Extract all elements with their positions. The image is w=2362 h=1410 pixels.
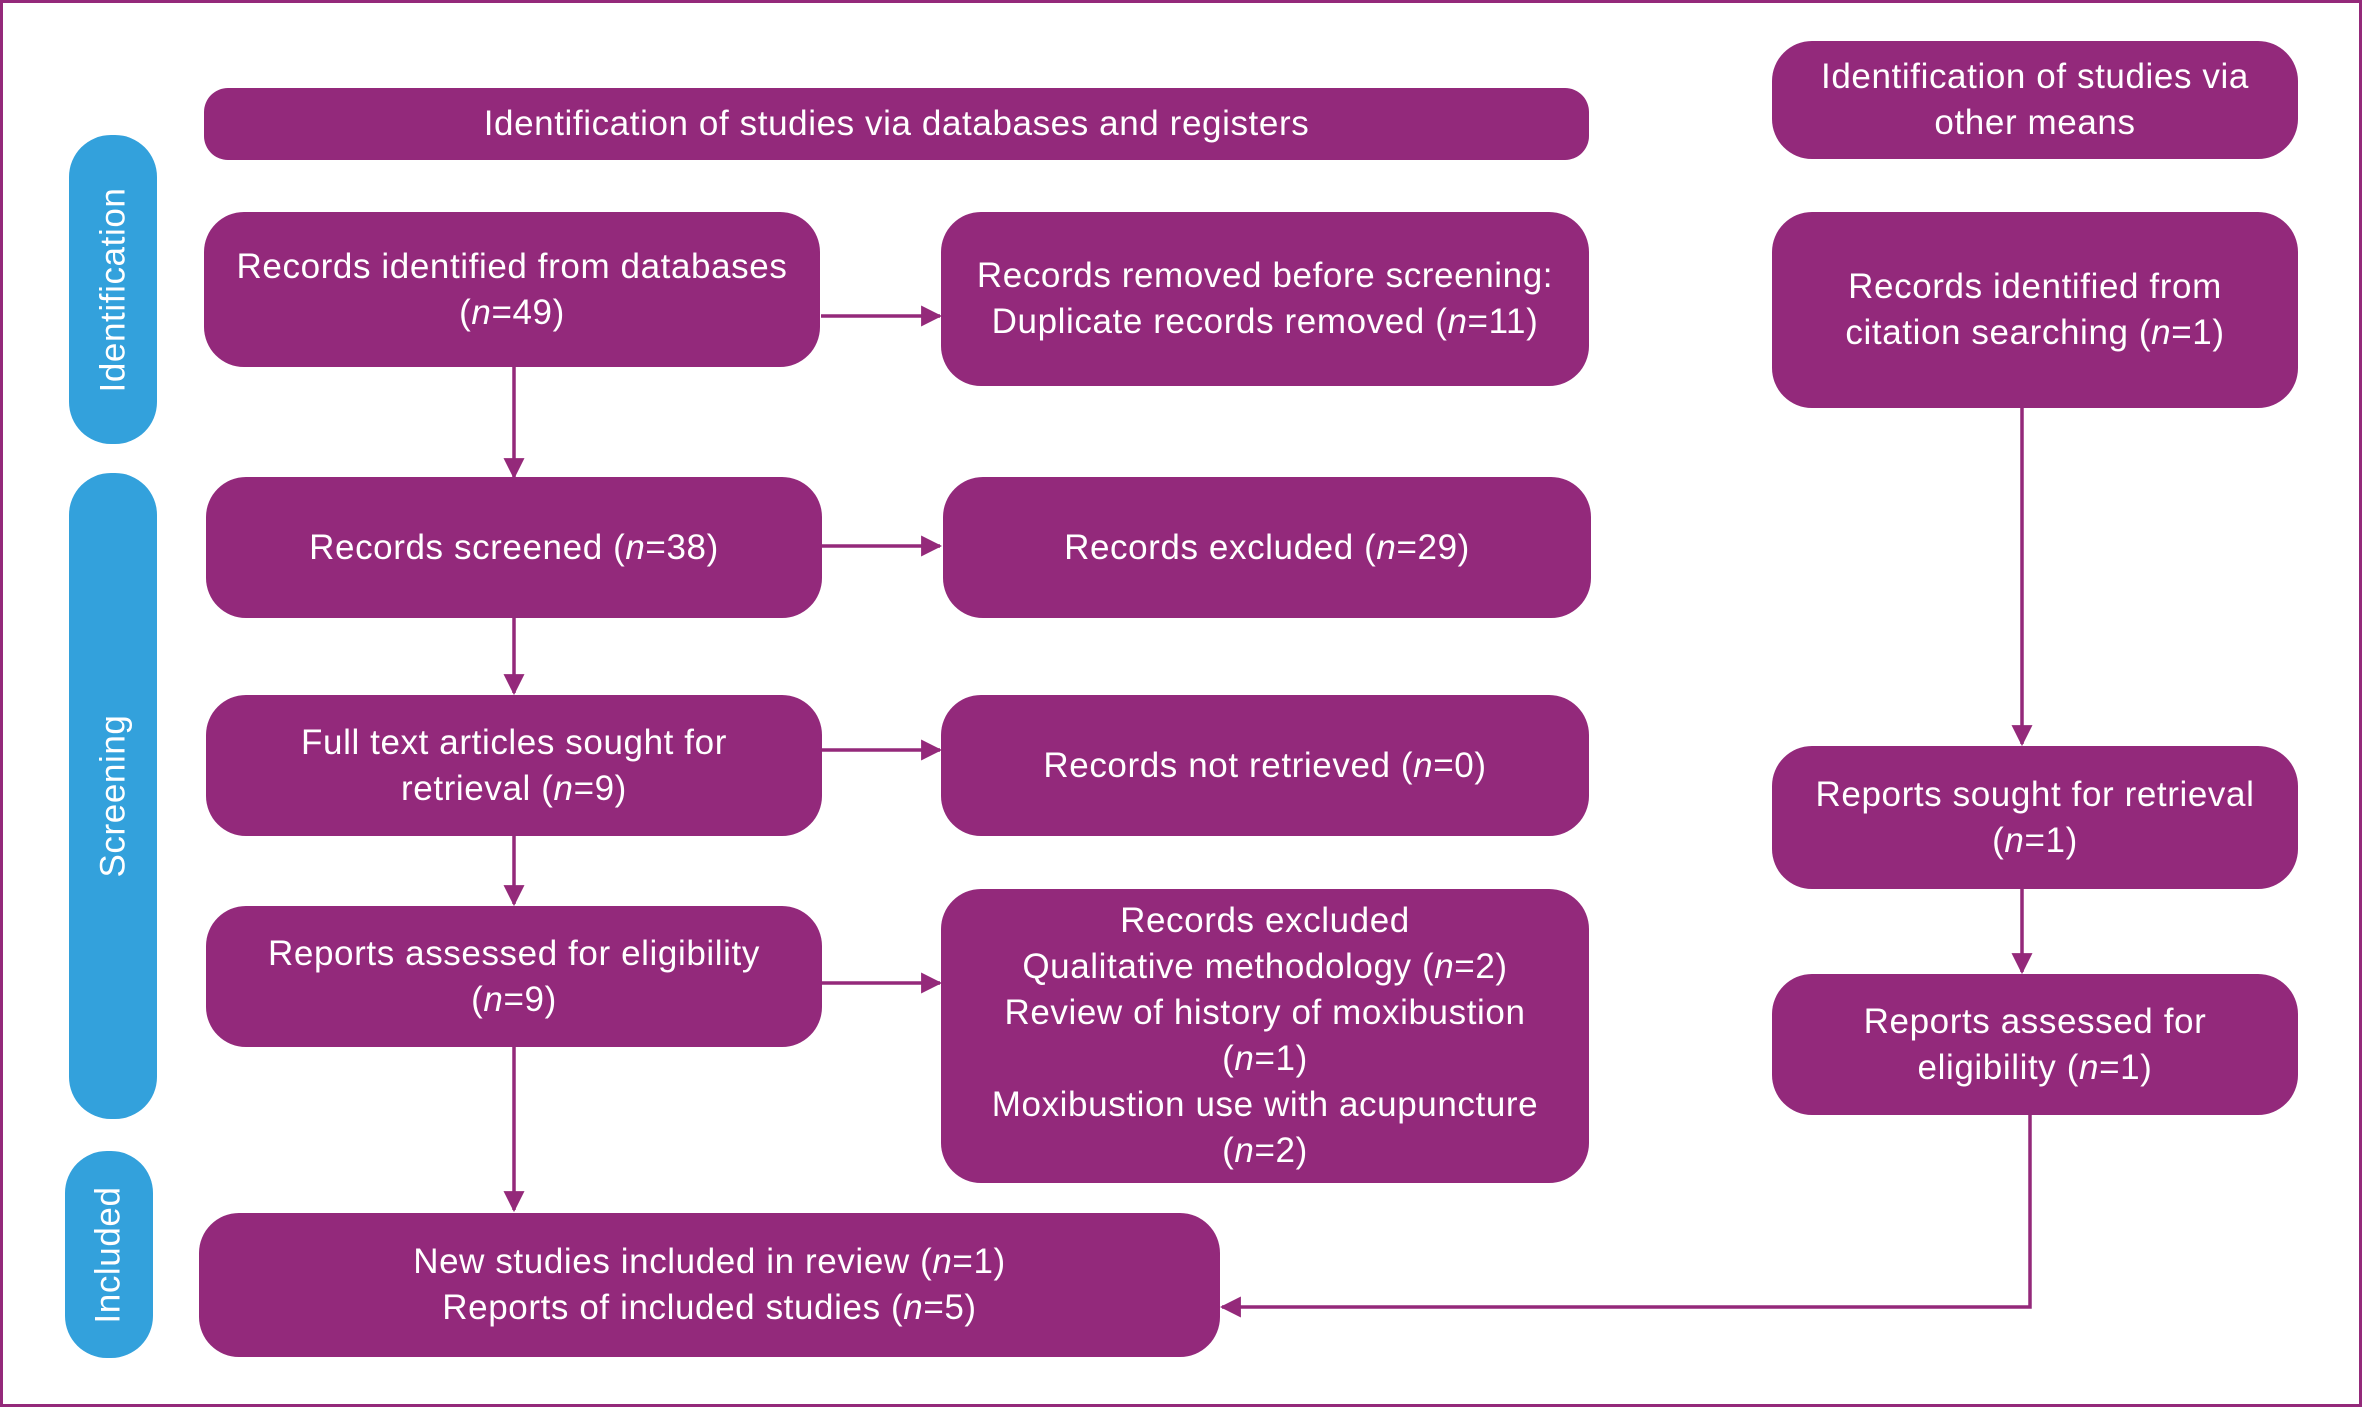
stage-screening-label: Screening bbox=[93, 714, 133, 878]
assessed-other-count: eligibility (n=1) bbox=[1917, 1047, 2153, 1087]
stage-included-label: Included bbox=[89, 1185, 129, 1324]
box-records-not-retrieved: Records not retrieved (n=0) bbox=[941, 695, 1589, 836]
included-reports: Reports of included studies (n=5) bbox=[442, 1288, 977, 1327]
fulltext-count: retrieval (n=9) bbox=[401, 768, 627, 808]
stage-included: Included bbox=[65, 1151, 153, 1358]
assessed-other-line1: Reports assessed for bbox=[1863, 1001, 2207, 1041]
box-reports-sought-retrieval: Reports sought for retrieval (n=1) bbox=[1772, 746, 2298, 889]
citation-line1: Records identified from bbox=[1848, 267, 2222, 306]
included-new-studies: New studies included in review (n=1) bbox=[413, 1242, 1006, 1281]
box-citation-searching: Records identified from citation searchi… bbox=[1772, 212, 2298, 408]
db-identified-count: (n=49) bbox=[459, 292, 565, 332]
box-records-removed: Records removed before screening: Duplic… bbox=[941, 212, 1589, 386]
reason-history-count: (n=1) bbox=[1222, 1039, 1308, 1078]
box-full-text-sought: Full text articles sought for retrieval … bbox=[206, 695, 822, 836]
fulltext-line1: Full text articles sought for bbox=[301, 722, 727, 762]
excluded-count: Records excluded (n=29) bbox=[1064, 527, 1470, 567]
box-records-screened: Records screened (n=38) bbox=[206, 477, 822, 618]
assessed-count: (n=9) bbox=[471, 979, 557, 1019]
arrow-other-assessed-to-included bbox=[1219, 1115, 2032, 1318]
reason-acupuncture: Moxibustion use with acupuncture bbox=[991, 1085, 1539, 1124]
stage-identification-label: Identification bbox=[93, 187, 133, 392]
box-records-identified-databases: Records identified from databases (n=49) bbox=[204, 212, 820, 367]
excluded-reasons-title: Records excluded bbox=[1120, 901, 1410, 940]
box-records-excluded: Records excluded (n=29) bbox=[943, 477, 1591, 618]
header-other-line1: Identification of studies via bbox=[1821, 57, 2249, 96]
stage-screening: Screening bbox=[69, 473, 157, 1119]
box-records-excluded-reasons: Records excluded Qualitative methodology… bbox=[941, 889, 1589, 1183]
reports-sought-count: (n=1) bbox=[1992, 820, 2078, 860]
db-identified-line1: Records identified from databases bbox=[236, 246, 788, 286]
removed-line1: Records removed before screening: bbox=[976, 256, 1554, 295]
screened-count: Records screened (n=38) bbox=[309, 527, 719, 567]
not-retrieved-count: Records not retrieved (n=0) bbox=[1043, 745, 1487, 785]
connector-arrows bbox=[503, 305, 2033, 1318]
reason-history: Review of history of moxibustion bbox=[1004, 993, 1526, 1032]
header-other-means: Identification of studies via other mean… bbox=[1772, 41, 2298, 159]
box-included: New studies included in review (n=1) Rep… bbox=[199, 1213, 1220, 1357]
header-databases: Identification of studies via databases … bbox=[204, 88, 1589, 160]
reason-qualitative: Qualitative methodology (n=2) bbox=[1022, 947, 1508, 986]
removed-count: Duplicate records removed (n=11) bbox=[991, 302, 1539, 341]
stage-identification: Identification bbox=[69, 135, 157, 444]
header-other-line2: other means bbox=[1934, 103, 2136, 142]
box-reports-assessed-other: Reports assessed for eligibility (n=1) bbox=[1772, 974, 2298, 1115]
assessed-line1: Reports assessed for eligibility bbox=[268, 933, 760, 973]
reports-sought-line1: Reports sought for retrieval bbox=[1815, 774, 2255, 814]
citation-count: citation searching (n=1) bbox=[1845, 313, 2225, 352]
box-reports-assessed-eligibility: Reports assessed for eligibility (n=9) bbox=[206, 906, 822, 1047]
header-databases-text: Identification of studies via databases … bbox=[483, 104, 1310, 143]
reason-acupuncture-count: (n=2) bbox=[1222, 1131, 1308, 1170]
